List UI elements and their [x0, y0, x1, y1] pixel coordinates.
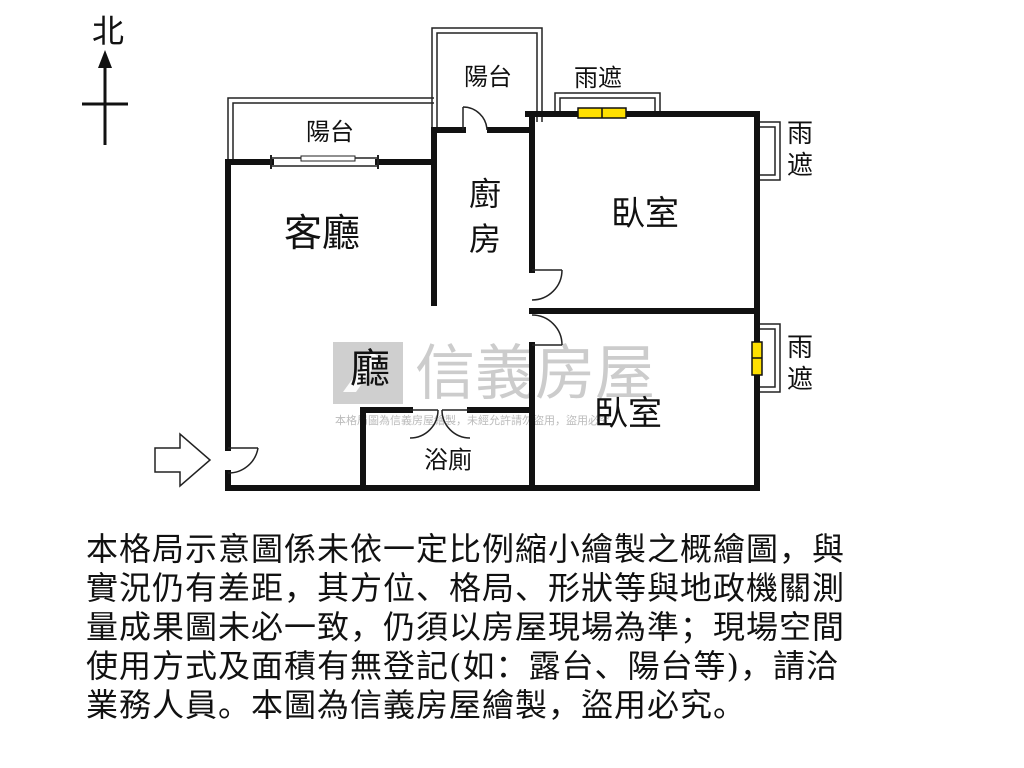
canopy-right-mid — [758, 323, 781, 393]
canopy-top — [554, 92, 661, 112]
label-canopy-right-mid-1: 雨 — [787, 333, 813, 363]
walls — [225, 111, 760, 491]
label-bathroom: 浴廁 — [424, 446, 472, 474]
north-label: 北 — [92, 12, 124, 50]
watermark-notice: 本格局圖為信義房屋繪製，未經允許請勿盜用，盜用必究 — [335, 413, 610, 427]
door-entrance — [227, 447, 259, 474]
label-balcony-top: 陽台 — [464, 63, 512, 91]
label-canopy-right-top-1: 雨 — [787, 119, 813, 149]
label-kitchen-2: 房 — [469, 220, 501, 258]
door-bedroom-2 — [531, 314, 563, 346]
watermark: 信義房屋 本格局圖為信義房屋繪製，未經允許請勿盜用，盜用必究 — [333, 339, 655, 427]
disclaimer-line: 本格局示意圖係未依一定比例縮小繪製之概繪圖，與 — [86, 530, 846, 568]
north-compass: 北 — [82, 12, 128, 145]
label-canopy-right-mid-2: 遮 — [787, 365, 813, 395]
label-canopy-right-top-2: 遮 — [787, 151, 813, 181]
north-arrow-icon — [98, 50, 112, 68]
label-canopy-top: 雨遮 — [574, 64, 622, 92]
floor-plan: 北 信義房屋 本格局圖為信義房屋繪製，未經允許請勿盜用，盜用必究 — [82, 12, 813, 491]
disclaimer-line: 業務人員。本圖為信義房屋繪製，盜用必究。 — [86, 686, 747, 724]
label-bedroom-2: 臥室 — [594, 394, 662, 434]
disclaimer-text: 本格局示意圖係未依一定比例縮小繪製之概繪圖，與 實況仍有差距，其方位、格局、形狀… — [86, 530, 966, 725]
label-hall: 廳 — [350, 346, 390, 392]
disclaimer-line: 量成果圖未必一致，仍須以房屋現場為準；現場空間 — [86, 608, 846, 646]
canopy-right-top — [758, 121, 781, 181]
label-kitchen-1: 廚 — [469, 175, 501, 213]
label-balcony-left: 陽台 — [306, 118, 354, 146]
balcony-top — [431, 27, 543, 130]
entrance-arrow-icon — [154, 432, 212, 488]
door-kitchen-balcony — [462, 106, 488, 131]
balcony-left — [227, 97, 434, 162]
sliding-door — [270, 155, 379, 169]
disclaimer-line: 實況仍有差距，其方位、格局、形狀等與地政機關測 — [86, 569, 846, 607]
door-bathroom — [409, 409, 471, 439]
disclaimer-line: 使用方式及面積有無登記(如：露台、陽台等)，請洽 — [86, 647, 839, 685]
door-bedroom-1 — [531, 269, 563, 301]
logo-mark — [343, 352, 380, 392]
label-living-room: 客廳 — [284, 211, 360, 255]
label-bedroom-1: 臥室 — [611, 194, 679, 234]
